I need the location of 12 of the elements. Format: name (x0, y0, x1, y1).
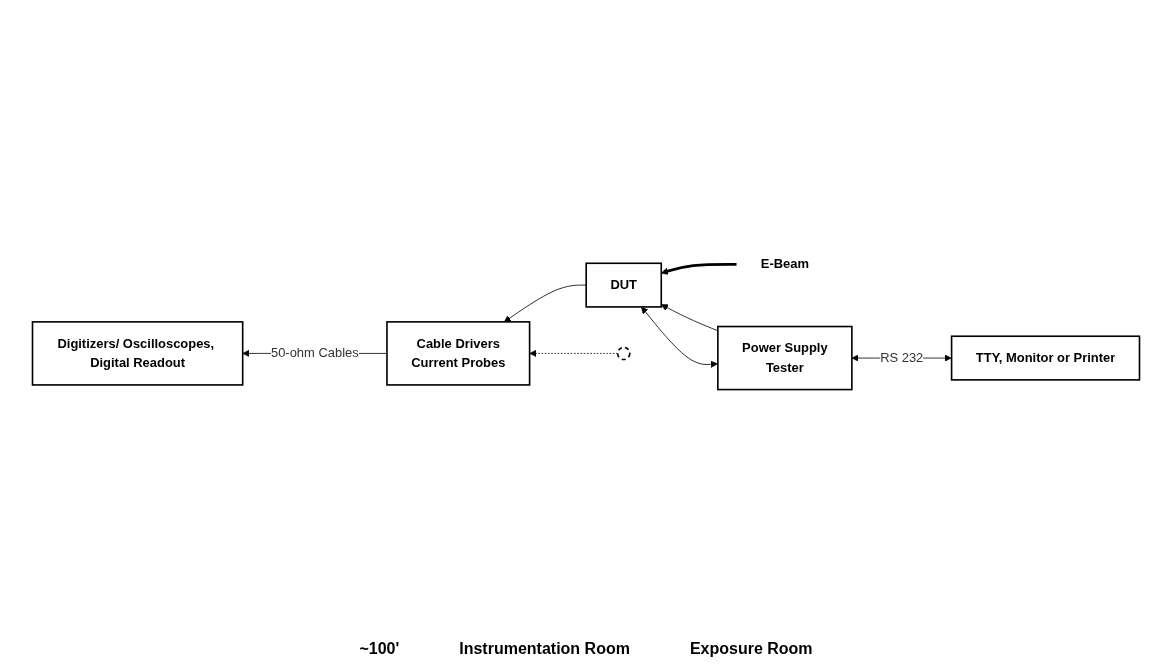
node-box: DUT (585, 262, 663, 308)
node-circle (616, 346, 631, 361)
node-box: Power Supply Tester (717, 325, 853, 391)
note-text: Instrumentation Room (459, 640, 630, 658)
node-box: TTY, Monitor or Printer (950, 335, 1141, 381)
note-text: Exposure Room (689, 640, 813, 658)
edge-label: RS 232 (880, 350, 924, 365)
node-box: Digitizers/ Oscilloscopes, Digital Readout (31, 321, 244, 386)
node-text: E-Beam (760, 256, 809, 271)
edge-label: 50-ohm Cables (270, 346, 359, 360)
note-text: ~100' (359, 640, 400, 658)
node-box: Cable Drivers Current Probes (386, 321, 531, 386)
